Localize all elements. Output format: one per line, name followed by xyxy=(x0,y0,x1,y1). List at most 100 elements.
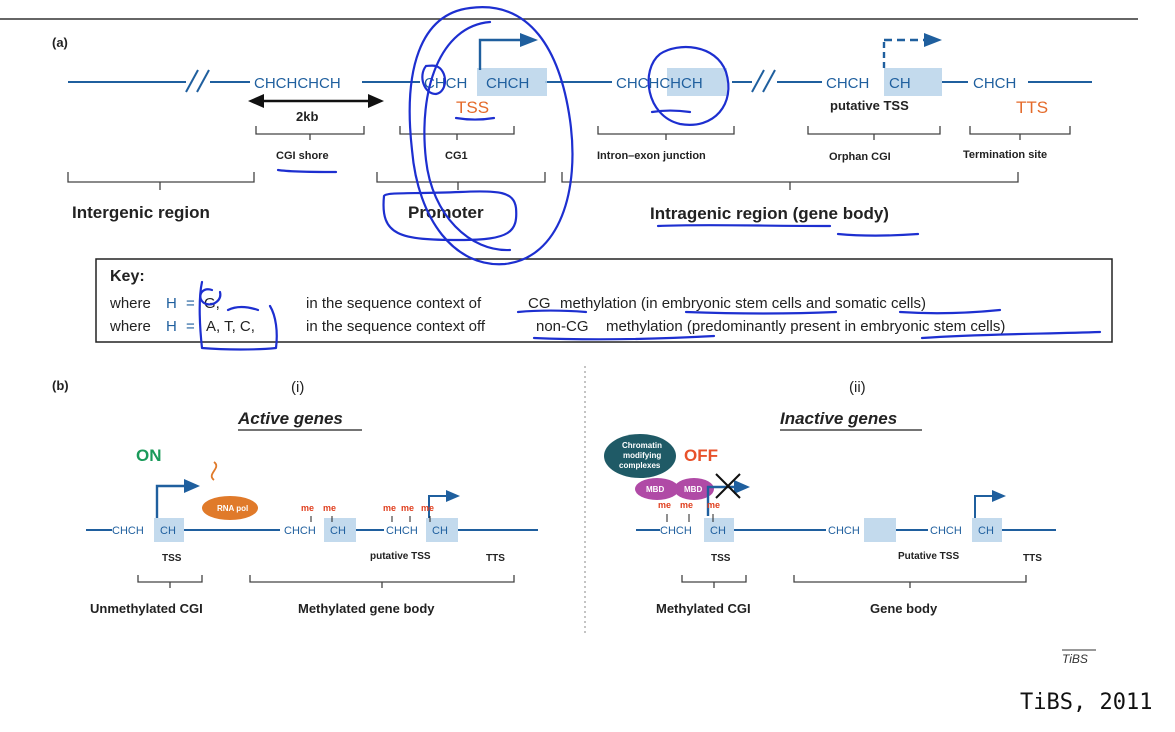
key-row2-pre: in the sequence context off xyxy=(306,318,486,335)
key-row1-post: methylation (in embryonic stem cells and… xyxy=(560,295,926,312)
chromatin-label-2: modifying xyxy=(623,451,661,460)
key-box xyxy=(95,258,1113,343)
key-row-2: where H = A, T, C, in the sequence conte… xyxy=(109,318,1005,335)
bracket-methylated-cgi xyxy=(681,575,747,588)
active-tss-label: TSS xyxy=(162,553,182,564)
pen-key-g-comma xyxy=(226,305,260,312)
active-title: Active genes xyxy=(237,409,343,428)
pen-annotations xyxy=(198,6,1102,351)
key-title: Key: xyxy=(110,268,145,285)
inactive-seq-1: CHCH xyxy=(660,525,692,537)
inactive-putative-tss-label: Putative TSS xyxy=(898,551,959,562)
active-me-1: me xyxy=(301,503,314,513)
active-box-1 xyxy=(154,518,184,542)
pen-promoter-loop xyxy=(408,6,574,266)
bracket-methylated-body xyxy=(249,575,515,588)
key-row1-hl: CG xyxy=(528,295,551,312)
seq-orphan-left: CHCH xyxy=(826,75,869,92)
inactive-me-2: me xyxy=(680,500,693,510)
active-box-2 xyxy=(324,518,356,542)
pen-embryonic-underline xyxy=(684,310,838,315)
inactive-me-3: me xyxy=(707,500,720,510)
label-methylated-gene-body: Methylated gene body xyxy=(298,601,435,616)
rna-pol-icon xyxy=(202,461,258,520)
inactive-title: Inactive genes xyxy=(780,409,897,428)
active-seq-4: CH xyxy=(330,525,346,537)
pen-noncg-underline xyxy=(532,334,716,341)
bracket-unmethylated-cgi xyxy=(137,575,203,588)
pen-promoter-box xyxy=(382,190,518,242)
active-seq-1: CHCH xyxy=(112,525,144,537)
label-methylated-cgi: Methylated CGI xyxy=(656,601,751,616)
pen-embryonic2-underline xyxy=(920,330,1102,340)
key-row-1: where H = G, in the sequence context of … xyxy=(109,295,926,312)
pen-intragenic-underline xyxy=(656,224,832,228)
bracket-intragenic xyxy=(561,172,1019,190)
seq-orphan-right: CH xyxy=(889,75,911,92)
label-cgi-shore: CGI shore xyxy=(276,150,329,162)
inactive-seq-4: CHCH xyxy=(930,525,962,537)
inactive-state-off: OFF xyxy=(684,446,718,465)
pen-tss-underline xyxy=(454,116,496,121)
putative-tss-label: putative TSS xyxy=(830,98,909,113)
distance-arrow-icon xyxy=(248,94,384,108)
label-orphan-cgi: Orphan CGI xyxy=(829,151,891,163)
active-seq-3: CHCH xyxy=(284,525,316,537)
active-seq-6: CH xyxy=(432,525,448,537)
active-tts-label: TTS xyxy=(486,553,505,564)
bracket-intergenic xyxy=(67,172,255,190)
key-row2-val: A, T, C, xyxy=(206,318,255,335)
pen-intron-circle xyxy=(647,45,730,126)
chromatin-label-1: Chromatin xyxy=(622,441,662,450)
inactive-putative-arrow-icon xyxy=(974,490,1006,518)
journal-logo: TiBS xyxy=(1062,652,1088,666)
seq-cgi-right: CHCH xyxy=(486,75,529,92)
mbd-label-1: MBD xyxy=(646,485,664,494)
pen-shore-underline xyxy=(276,168,338,174)
key-row2-h: H xyxy=(166,318,177,335)
region-intergenic: Intergenic region xyxy=(72,203,210,222)
key-row1-where: where xyxy=(109,295,151,312)
seq-shore: CHCHCHCH xyxy=(254,75,341,92)
key-row2-post: methylation (predominantly present in em… xyxy=(606,318,1005,335)
chromatin-complex-icon xyxy=(604,434,676,478)
key-row1-eq: = xyxy=(186,295,195,312)
label-unmethylated-cgi: Unmethylated CGI xyxy=(90,601,203,616)
active-me-3: me xyxy=(383,503,396,513)
active-putative-tss-label: putative TSS xyxy=(370,551,431,562)
label-gene-body: Gene body xyxy=(870,601,938,616)
pen-key-g-circle xyxy=(199,288,222,306)
active-box-3 xyxy=(426,518,458,542)
distance-label: 2kb xyxy=(296,109,318,124)
pen-intron-underline xyxy=(650,109,692,114)
inactive-methyl-marks xyxy=(666,514,714,522)
panel-a-label: (a) xyxy=(52,35,68,50)
tss-label: TSS xyxy=(456,98,489,117)
intron-highlight-box xyxy=(667,68,727,96)
tts-label: TTS xyxy=(1016,98,1048,117)
inactive-box-1 xyxy=(704,518,734,542)
pen-somatic-underline xyxy=(898,308,1002,315)
break-mark-2 xyxy=(751,69,776,93)
seq-intron: CHCHCHCH xyxy=(616,75,703,92)
bracket-shore xyxy=(255,126,365,140)
pen-key-bracket xyxy=(198,280,278,351)
bracket-promoter xyxy=(376,172,546,190)
rna-pol-label: RNA pol xyxy=(217,504,248,513)
inactive-box-2 xyxy=(864,518,896,542)
key-row2-where: where xyxy=(109,318,151,335)
active-numeral: (i) xyxy=(291,379,304,396)
pen-cg-circle xyxy=(421,64,447,96)
key-row2-eq: = xyxy=(186,318,195,335)
mbd-label-2: MBD xyxy=(684,485,702,494)
panel-b-label: (b) xyxy=(52,378,69,393)
seq-term: CHCH xyxy=(973,75,1016,92)
bracket-cg1 xyxy=(399,126,515,140)
chromatin-label-3: complexes xyxy=(619,461,661,470)
inactive-seq-3: CHCH xyxy=(828,525,860,537)
putative-tss-arrow-icon xyxy=(882,33,942,68)
inactive-blocked-arrow-icon xyxy=(706,473,750,516)
inactive-seq-2: CH xyxy=(710,525,726,537)
active-seq-5: CHCH xyxy=(386,525,418,537)
cgi-highlight-box xyxy=(477,68,547,96)
